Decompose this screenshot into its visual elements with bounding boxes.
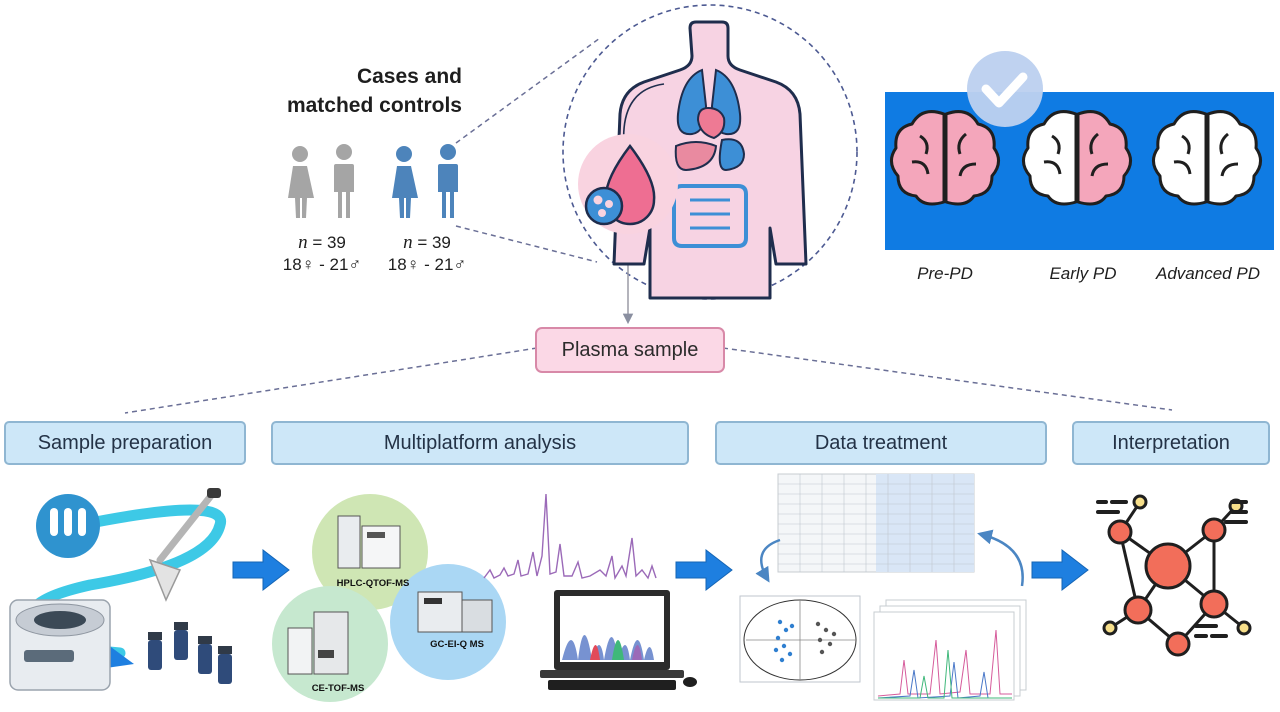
connector-top: [455, 37, 601, 144]
laptop-icon: [540, 590, 697, 690]
case-male-icon: [438, 144, 458, 218]
curved-arrow-left: [755, 538, 781, 583]
plasma-sample-box: Plasma sample: [535, 327, 725, 373]
connector-right: [722, 347, 1173, 411]
connector-left: [124, 347, 538, 414]
brain-advanced-pd-icon: [1152, 110, 1262, 206]
multiplatform-graphic: [272, 493, 697, 702]
check-badge-icon: [967, 51, 1043, 127]
vials-icon: [148, 622, 232, 684]
dashed-connectors: [124, 37, 1173, 414]
stage-label-early-pd: Early PD: [1049, 264, 1117, 283]
platform-label-gc: GC-EI-Q MS: [430, 639, 484, 650]
cohort-title: Cases and matched controls: [250, 62, 462, 120]
flow-arrow-2: [675, 548, 733, 592]
platform-label-ce: CE-TOF-MS: [311, 683, 365, 694]
centrifuge-icon: [9, 599, 111, 691]
stage-label-advanced-pd: Advanced PD: [1156, 264, 1260, 283]
controls-sex-split: 18♀ - 21♂: [282, 255, 362, 274]
data-table-icon: [777, 473, 975, 573]
heart-icon: [696, 106, 726, 140]
cases-n: n = 39: [403, 232, 451, 253]
step-multiplatform-analysis: Multiplatform analysis: [271, 421, 689, 465]
tube-icon: [148, 558, 182, 602]
flow-arrow-3: [1031, 548, 1089, 592]
case-female-icon: [392, 146, 418, 218]
step-interpretation: Interpretation: [1072, 421, 1270, 465]
hplc-instrument-icon: [337, 515, 401, 569]
cohort-title-line1: Cases and: [356, 65, 462, 88]
connector-bottom: [455, 225, 598, 263]
network-graphic: [1096, 494, 1252, 657]
blood-drop-icon: [578, 134, 678, 234]
cases-stats: n = 39 18♀ - 21♂: [372, 232, 482, 276]
cohort-title-line2: matched controls: [286, 94, 462, 117]
liver-icon: [674, 141, 718, 172]
pca-plot-icon: [739, 595, 861, 683]
brain-pre-pd-icon: [890, 110, 1000, 206]
network-hub-node: [1144, 542, 1192, 590]
chromatogram-stack-icon: [873, 599, 1027, 701]
data-treatment-graphic: [739, 473, 1027, 701]
torso-zoom-circle: [562, 4, 858, 300]
pipette-icon: [148, 488, 221, 602]
cases-sex-split: 18♀ - 21♂: [387, 255, 467, 274]
gc-instrument-icon: [417, 591, 493, 633]
chromatogram-line: [483, 493, 657, 581]
platform-label-hplc: HPLC-QTOF-MS: [336, 578, 410, 589]
stage-label-pre-pd: Pre-PD: [917, 264, 973, 283]
ce-instrument-icon: [287, 611, 349, 675]
stomach-icon: [718, 138, 746, 172]
controls-n: n = 39: [298, 232, 346, 253]
sample-preparation-graphic: [9, 488, 232, 691]
control-female-icon: [288, 146, 314, 218]
curved-arrow-right: [977, 529, 1024, 587]
controls-stats: n = 39 18♀ - 21♂: [267, 232, 377, 276]
flow-arrow-1: [232, 548, 290, 592]
torso-icon: [612, 20, 808, 300]
step-data-treatment: Data treatment: [715, 421, 1047, 465]
control-male-icon: [334, 144, 354, 218]
step-sample-preparation: Sample preparation: [4, 421, 246, 465]
brain-early-pd-icon: [1022, 110, 1132, 206]
